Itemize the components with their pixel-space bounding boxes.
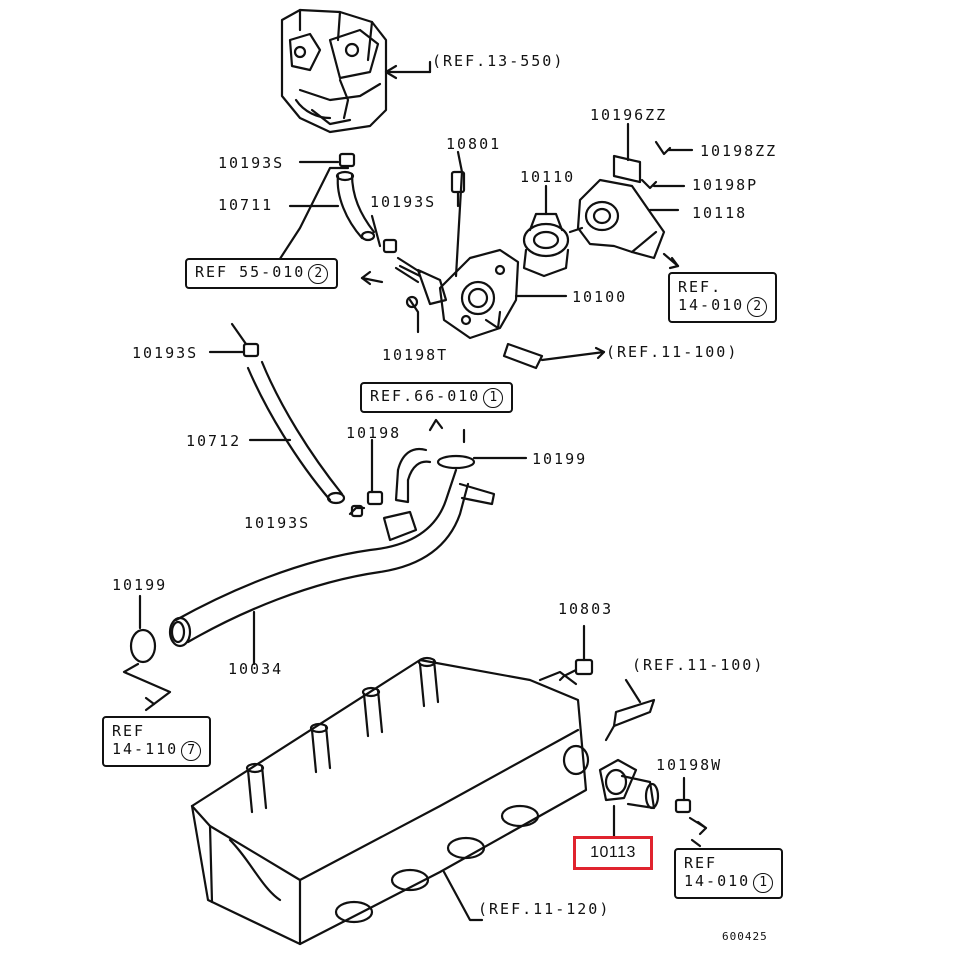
part-label-10034: 10034 bbox=[228, 660, 284, 678]
part-label-10110: 10110 bbox=[520, 168, 576, 186]
ref-box-55-010-text: REF 55-010 bbox=[195, 263, 306, 281]
outlet-fitting-10118-illustration bbox=[576, 122, 694, 270]
rod-illustration-top bbox=[502, 342, 606, 370]
upper-housing-illustration bbox=[280, 8, 432, 134]
drawing-code: 600425 bbox=[722, 930, 768, 943]
part-label-10198zz: 10198ZZ bbox=[700, 142, 778, 160]
ref-label-11-100-upper: (REF.11-100) bbox=[606, 343, 739, 361]
hose-10711-illustration bbox=[272, 152, 376, 270]
part-label-10199-left: 10199 bbox=[112, 576, 168, 594]
part-label-10199-mid: 10199 bbox=[532, 450, 588, 468]
sensor-10801-illustration bbox=[450, 150, 466, 278]
thermostat-housing-illustration bbox=[398, 248, 568, 340]
thermostat-10110-illustration bbox=[522, 184, 584, 278]
part-label-10198w: 10198W bbox=[656, 756, 723, 774]
cylinder-head-illustration bbox=[190, 656, 590, 946]
ref-box-55-010-number: 2 bbox=[308, 264, 329, 284]
switch-10113-illustration bbox=[598, 758, 660, 838]
ref-box-14-110-line1: REF bbox=[112, 722, 146, 740]
ref-box-14-010-upper-line1: REF. bbox=[678, 278, 723, 296]
ref-box-14-010-lower-line2: 14-010 bbox=[684, 872, 751, 890]
part-label-10193s-top: 10193S bbox=[218, 154, 285, 172]
part-label-10193s-low: 10193S bbox=[244, 514, 311, 532]
highlighted-part-label-10113: 10113 bbox=[573, 836, 653, 870]
part-label-10193s-left: 10193S bbox=[132, 344, 199, 362]
part-label-10100: 10100 bbox=[572, 288, 628, 306]
part-label-10193s-mid: 10193S bbox=[370, 193, 437, 211]
ref-box-14-110-line2: 14-110 bbox=[112, 740, 179, 758]
ref-box-14-010-lower-line1: REF bbox=[684, 854, 718, 872]
part-label-10198: 10198 bbox=[346, 424, 402, 442]
part-label-10198t: 10198T bbox=[382, 346, 449, 364]
ref-label-11-100-lower: (REF.11-100) bbox=[632, 656, 765, 674]
ref-box-14-010-upper-number: 2 bbox=[747, 297, 768, 317]
part-label-10196zz: 10196ZZ bbox=[590, 106, 668, 124]
ref-box-14-010-lower-number: 1 bbox=[753, 873, 774, 893]
ref-box-14-110-number: 7 bbox=[181, 741, 202, 761]
ref-label-13-550: (REF.13-550) bbox=[432, 52, 565, 70]
part-label-10801: 10801 bbox=[446, 135, 502, 153]
water-pipe-10034-illustration bbox=[168, 468, 496, 666]
part-label-10198p: 10198P bbox=[692, 176, 759, 194]
ref-box-66-010-number: 1 bbox=[483, 388, 504, 408]
part-label-10712: 10712 bbox=[186, 432, 242, 450]
hose-10712-illustration bbox=[208, 322, 346, 505]
part-label-10118: 10118 bbox=[692, 204, 748, 222]
part-label-10711: 10711 bbox=[218, 196, 274, 214]
ref-label-11-120: (REF.11-120) bbox=[478, 900, 611, 918]
ref-box-14-010-upper-line2: 14-010 bbox=[678, 296, 745, 314]
part-label-10803: 10803 bbox=[558, 600, 614, 618]
ref-box-66-010-text: REF.66-010 bbox=[370, 387, 481, 405]
